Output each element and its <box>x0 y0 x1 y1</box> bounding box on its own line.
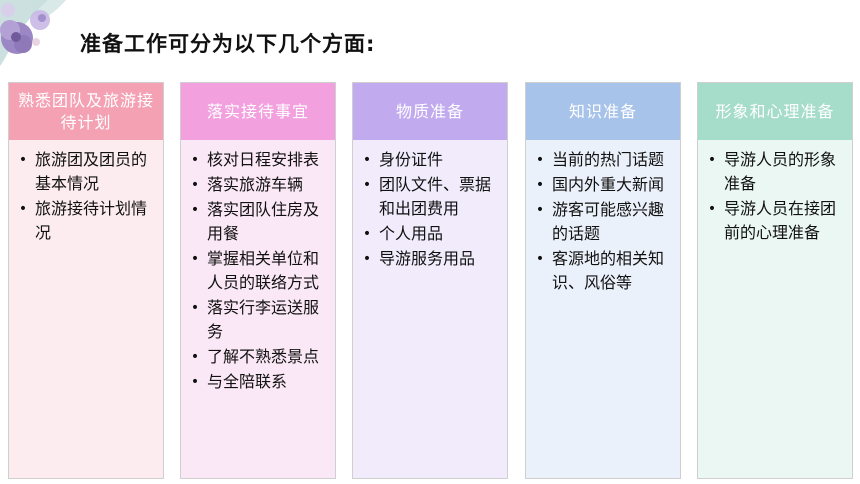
list-item-text: 落实团队住房及用餐 <box>207 200 320 243</box>
list-item-text: 核对日程安排表 <box>207 150 320 169</box>
list-item: • 导游服务用品 <box>353 247 495 271</box>
list-item: • 落实行李运送服务 <box>181 296 323 344</box>
bullet-icon: • <box>190 177 200 193</box>
column-body: • 当前的热门话题 • 国内外重大新闻 • 游客可能感兴趣的话题 • 客源地的相关知识、… <box>526 140 680 478</box>
column-material-preparation: 物质准备 • 身份证件 • 团队文件、票据和出团费用 • 个人用品 • 导游服务用品 <box>352 82 508 479</box>
list-item-text: 旅游接待计划情况 <box>35 199 148 242</box>
list-item: • 了解不熟悉景点 <box>181 345 323 369</box>
column-knowledge-preparation: 知识准备 • 当前的热门话题 • 国内外重大新闻 • 游客可能感兴趣的话题 • 客源地的… <box>525 82 681 479</box>
bullet-icon: • <box>535 177 545 193</box>
page-title: 准备工作可分为以下几个方面: <box>80 32 376 56</box>
column-header: 落实接待事宜 <box>181 83 335 140</box>
list-item-text: 落实旅游车辆 <box>207 175 304 194</box>
list-item-text: 国内外重大新闻 <box>552 175 665 194</box>
bullet-icon: • <box>190 349 200 365</box>
list-item-text: 身份证件 <box>379 150 444 169</box>
column-image-mental-preparation: 形象和心理准备 • 导游人员的形象准备 • 导游人员在接团前的心理准备 <box>697 82 853 479</box>
bullet-icon: • <box>362 177 372 193</box>
list-item-text: 个人用品 <box>379 224 444 243</box>
bullet-icon: • <box>535 202 545 218</box>
column-header: 知识准备 <box>526 83 680 140</box>
bullet-icon: • <box>535 152 545 168</box>
list-item-text: 导游人员在接团前的心理准备 <box>724 199 837 242</box>
list-item-text: 导游人员的形象准备 <box>724 150 837 193</box>
column-familiar-team: 熟悉团队及旅游接待计划 • 旅游团及团员的基本情况 • 旅游接待计划情况 <box>8 82 164 479</box>
list-item-text: 当前的热门话题 <box>552 150 665 169</box>
flower-icon <box>0 0 66 66</box>
list-item: • 客源地的相关知识、风俗等 <box>526 247 668 295</box>
list-item: • 旅游团及团员的基本情况 <box>9 148 151 196</box>
column-header: 熟悉团队及旅游接待计划 <box>9 83 163 140</box>
list-item: • 国内外重大新闻 <box>526 173 668 197</box>
list-item-text: 导游服务用品 <box>379 249 476 268</box>
column-header: 形象和心理准备 <box>698 83 852 140</box>
list-item: • 导游人员在接团前的心理准备 <box>698 197 840 245</box>
list-item: • 与全陪联系 <box>181 370 323 394</box>
bullet-icon: • <box>190 251 200 267</box>
bullet-icon: • <box>535 251 545 267</box>
bullet-icon: • <box>190 374 200 390</box>
list-item-text: 旅游团及团员的基本情况 <box>35 150 148 193</box>
list-item-text: 团队文件、票据和出团费用 <box>379 175 492 218</box>
bullet-icon: • <box>190 202 200 218</box>
bullet-icon: • <box>707 152 717 168</box>
list-item-text: 游客可能感兴趣的话题 <box>552 200 665 243</box>
column-body: • 导游人员的形象准备 • 导游人员在接团前的心理准备 <box>698 140 852 478</box>
column-body: • 旅游团及团员的基本情况 • 旅游接待计划情况 <box>9 140 163 478</box>
list-item-text: 客源地的相关知识、风俗等 <box>552 249 665 292</box>
list-item: • 落实团队住房及用餐 <box>181 198 323 246</box>
column-header: 物质准备 <box>353 83 507 140</box>
list-item: • 团队文件、票据和出团费用 <box>353 173 495 221</box>
list-item: • 个人用品 <box>353 222 495 246</box>
bullet-icon: • <box>362 251 372 267</box>
list-item: • 导游人员的形象准备 <box>698 148 840 196</box>
bullet-icon: • <box>362 152 372 168</box>
column-body: • 身份证件 • 团队文件、票据和出团费用 • 个人用品 • 导游服务用品 <box>353 140 507 478</box>
bullet-icon: • <box>190 152 200 168</box>
bullet-icon: • <box>190 300 200 316</box>
bullet-icon: • <box>18 201 28 217</box>
list-item: • 当前的热门话题 <box>526 148 668 172</box>
list-item: • 落实旅游车辆 <box>181 173 323 197</box>
column-body: • 核对日程安排表 • 落实旅游车辆 • 落实团队住房及用餐 • 掌握相关单位和人员的联… <box>181 140 335 478</box>
list-item: • 旅游接待计划情况 <box>9 197 151 245</box>
list-item-text: 掌握相关单位和人员的联络方式 <box>207 249 320 292</box>
list-item-text: 落实行李运送服务 <box>207 298 320 341</box>
bullet-icon: • <box>362 226 372 242</box>
bullet-icon: • <box>707 201 717 217</box>
list-item: • 核对日程安排表 <box>181 148 323 172</box>
list-item: • 身份证件 <box>353 148 495 172</box>
list-item-text: 了解不熟悉景点 <box>207 347 320 366</box>
column-reception-arrangements: 落实接待事宜 • 核对日程安排表 • 落实旅游车辆 • 落实团队住房及用餐 • 掌握相关… <box>180 82 336 479</box>
list-item-text: 与全陪联系 <box>207 372 288 391</box>
bullet-icon: • <box>18 152 28 168</box>
list-item: • 掌握相关单位和人员的联络方式 <box>181 247 323 295</box>
list-item: • 游客可能感兴趣的话题 <box>526 198 668 246</box>
